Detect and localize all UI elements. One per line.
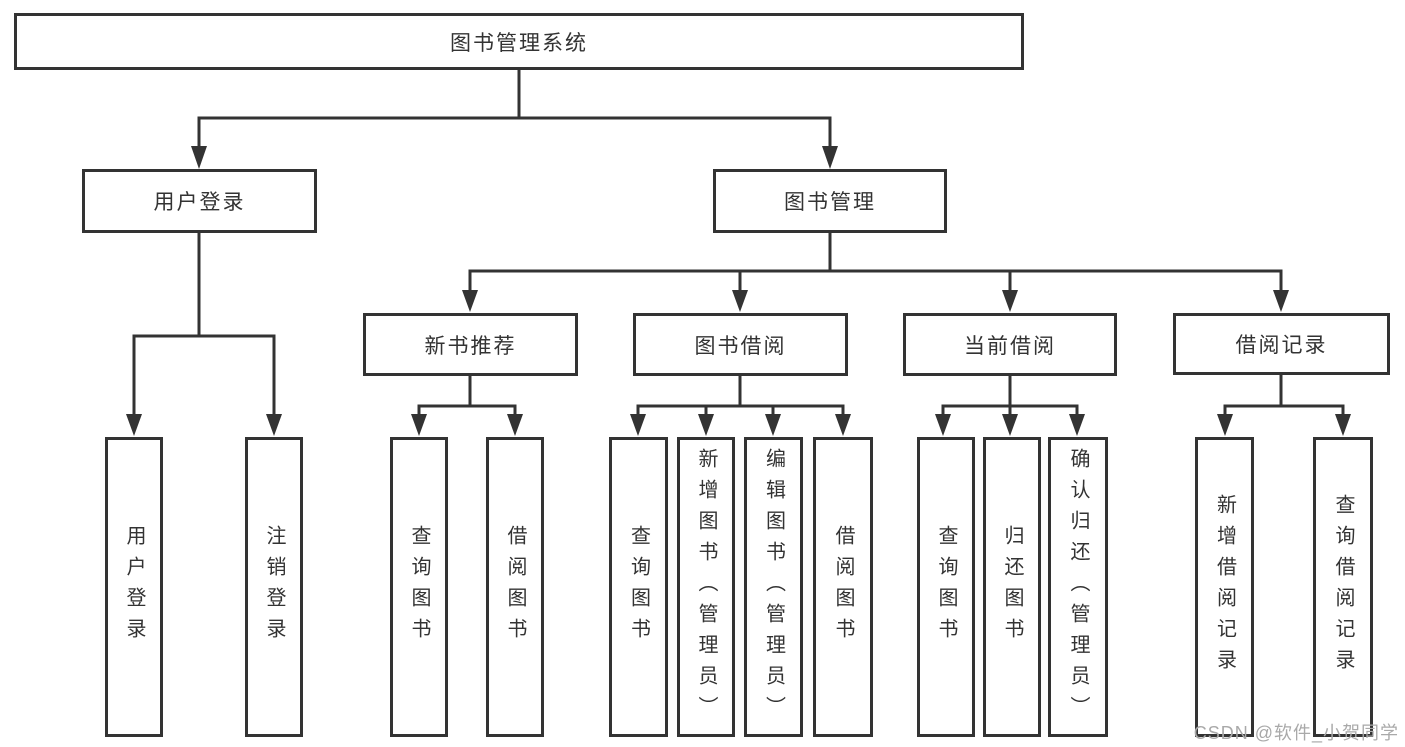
node-leaf-query-book-1: 查询图书: [390, 437, 448, 737]
node-leaf-add-book: 新增图书（管理员）: [677, 437, 735, 737]
node-current-borrow: 当前借阅: [903, 313, 1117, 376]
node-leaf-query-book-3: 查询图书: [917, 437, 975, 737]
node-borrow-record: 借阅记录: [1173, 313, 1390, 375]
node-new-book-rec: 新书推荐: [363, 313, 578, 376]
node-leaf-query-book-2: 查询图书: [609, 437, 668, 737]
node-leaf-confirm-return: 确认归还（管理员）: [1048, 437, 1108, 737]
node-leaf-query-record: 查询借阅记录: [1313, 437, 1373, 737]
node-leaf-logout: 注销登录: [245, 437, 303, 737]
watermark-text: CSDN @软件_小贺同学: [1193, 723, 1399, 743]
node-user-login: 用户登录: [82, 169, 317, 233]
node-book-borrow: 图书借阅: [633, 313, 848, 376]
node-leaf-borrow-book-1: 借阅图书: [486, 437, 544, 737]
node-book-mgmt: 图书管理: [713, 169, 947, 233]
node-leaf-return-book: 归还图书: [983, 437, 1041, 737]
node-root: 图书管理系统: [14, 13, 1024, 70]
node-leaf-user-login: 用户登录: [105, 437, 163, 737]
node-leaf-borrow-book-2: 借阅图书: [813, 437, 873, 737]
node-leaf-add-record: 新增借阅记录: [1195, 437, 1254, 737]
node-leaf-edit-book: 编辑图书（管理员）: [744, 437, 803, 737]
